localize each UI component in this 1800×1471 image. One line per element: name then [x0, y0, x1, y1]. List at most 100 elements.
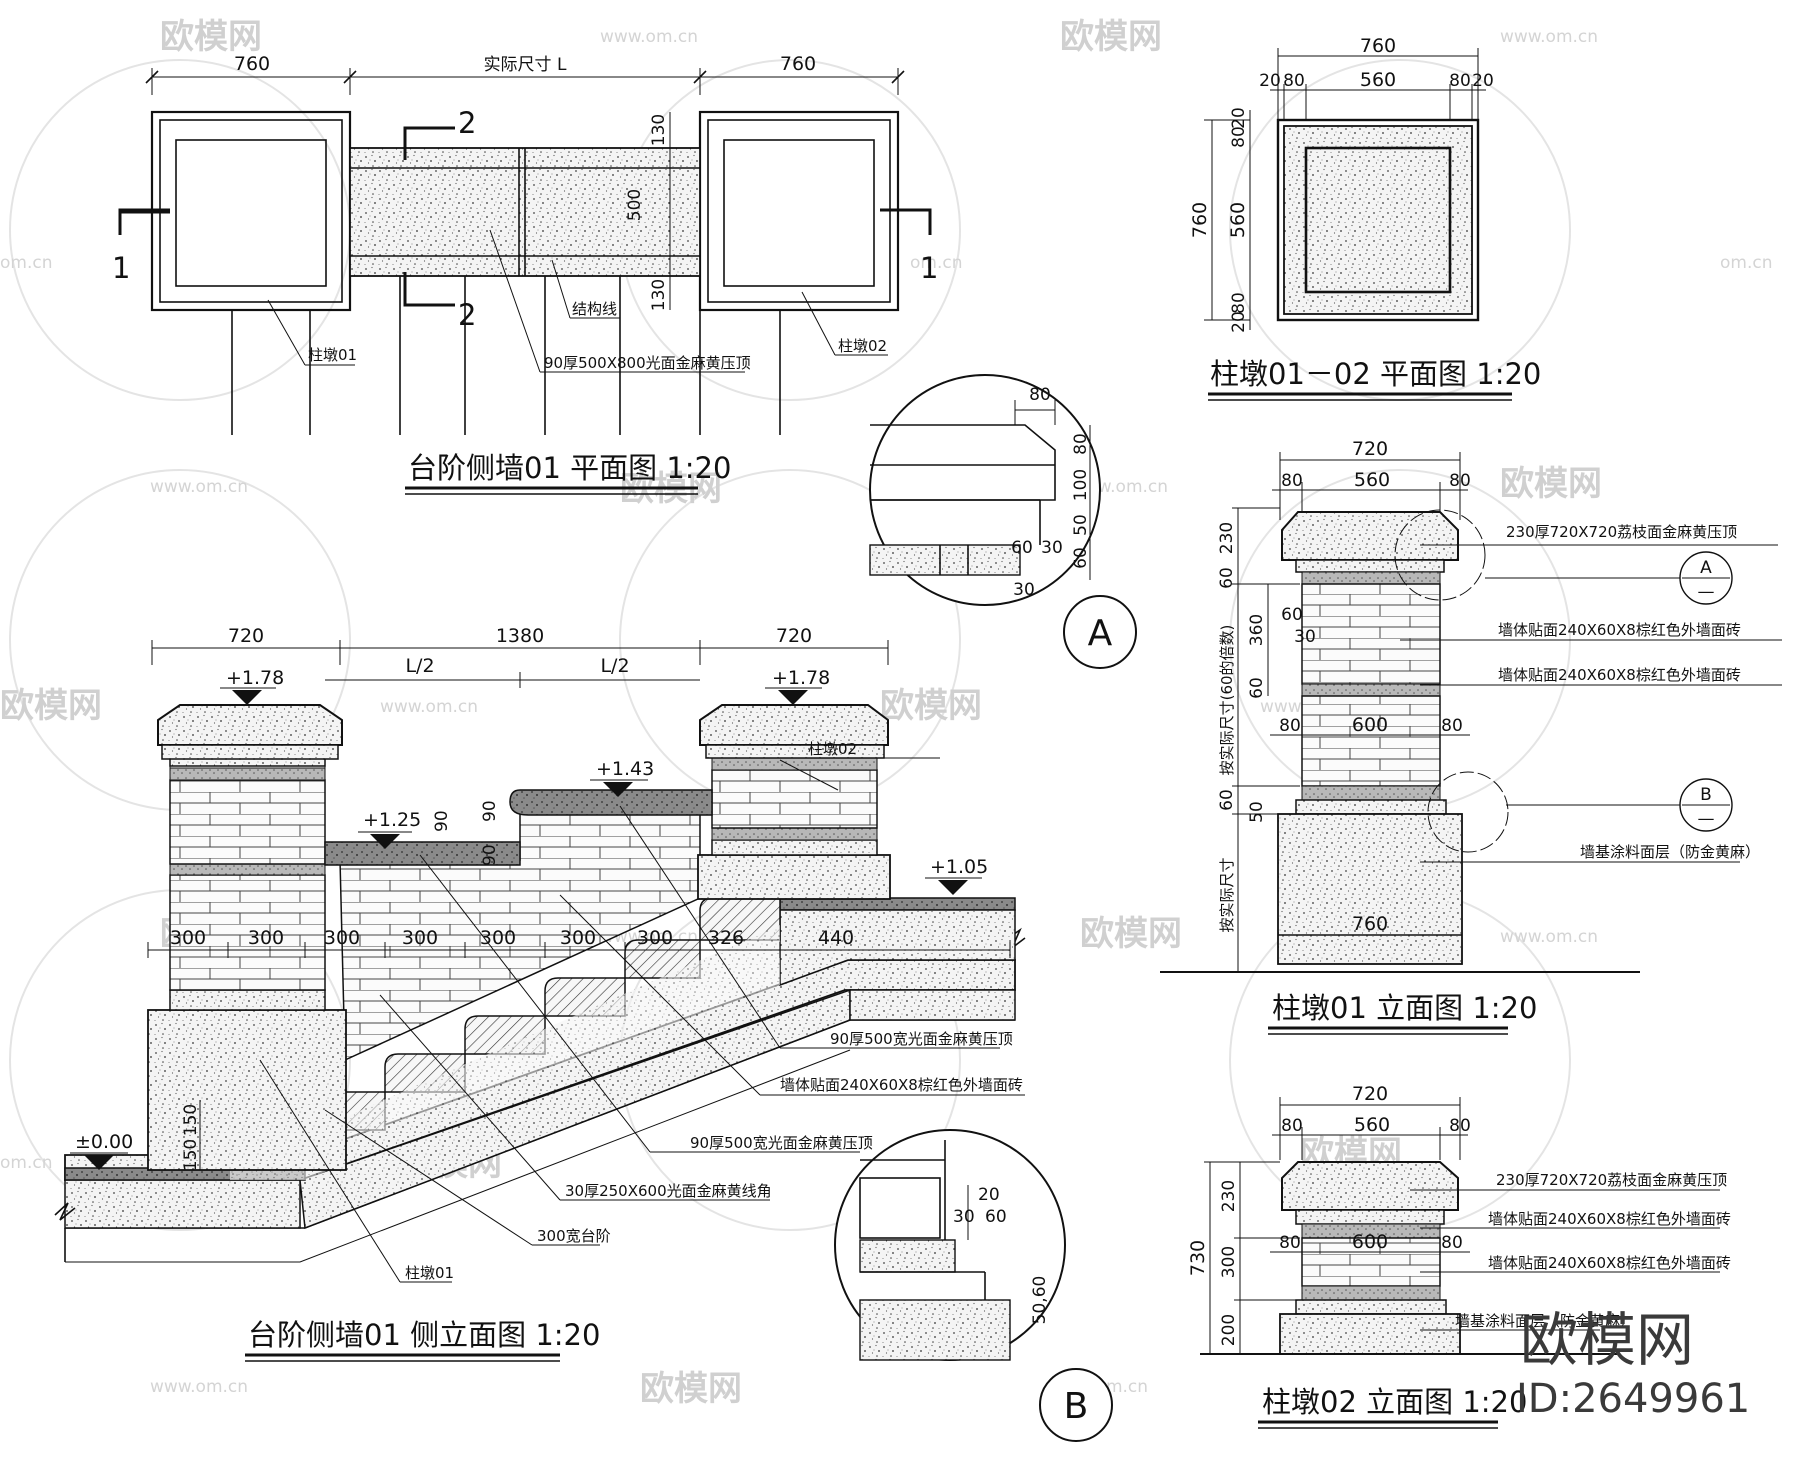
- dim-760-vertical: 760: [1189, 202, 1211, 238]
- label-elev-pier01: 柱墩01: [405, 1264, 454, 1282]
- watermark-url: om.cn: [0, 1153, 53, 1173]
- detail-a-dim-60: 60: [1071, 547, 1091, 569]
- side-elevation: 720 1380 720 L/2 L/2: [54, 625, 1026, 1362]
- tread-dim-label: 300: [170, 927, 206, 949]
- elevation-pier-01: [147, 704, 347, 1171]
- p1-tag-a-dash: —: [1698, 582, 1715, 602]
- detail-b: 20 30 60 50,60 B: [834, 1129, 1113, 1442]
- p1-dim-80-c: 80: [1279, 716, 1301, 736]
- brand-corner: 欧模网 ID:2649961: [1516, 1306, 1750, 1422]
- p1-dim-230: 230: [1217, 522, 1237, 554]
- detail-a: 80 80 100 50 60 60 30 30 A: [869, 374, 1137, 669]
- p1-tag-a: A: [1700, 558, 1712, 578]
- p1-dim-actual-60-multiple: 按实际尺寸(60的倍数): [1218, 625, 1236, 776]
- p1-tag-b-dash: —: [1698, 809, 1715, 829]
- detail-a-dim-80-top: 80: [1029, 385, 1051, 405]
- detail-a-dim-30b: 30: [1013, 580, 1035, 600]
- dim-90-a: 90: [432, 810, 452, 832]
- note-coping-500-b: 90厚500宽光面金麻黄压顶: [690, 1134, 873, 1152]
- elev-dim-1380: 1380: [496, 625, 544, 647]
- p2-dim-560: 560: [1354, 1114, 1390, 1136]
- watermark-brand: 欧模网: [1080, 914, 1182, 954]
- level-zero: ±0.00: [75, 1131, 133, 1153]
- tread-dim-label: 300: [560, 927, 596, 949]
- tread-dim-label: 300: [402, 927, 438, 949]
- note-coping-500: 90厚500宽光面金麻黄压顶: [830, 1030, 1013, 1048]
- label-coping-plan: 90厚500X800光面金麻黄压顶: [544, 354, 751, 372]
- p2-dim-80-c: 80: [1279, 1233, 1301, 1253]
- pier01-elevation-title: 柱墩01 立面图 1:20: [1272, 991, 1537, 1025]
- p1-dim-560: 560: [1354, 469, 1390, 491]
- label-structure-line: 结构线: [572, 300, 617, 318]
- watermark-brand: 欧模网: [1060, 17, 1162, 57]
- watermark-brand: 欧模网: [640, 1369, 742, 1409]
- dim-150-a: 150: [181, 1104, 201, 1136]
- tread-dim-label: 440: [818, 927, 854, 949]
- p1-dim-60-b: 60: [1217, 789, 1237, 811]
- watermark-url: www.om.cn: [150, 1377, 248, 1397]
- p1-dim-50: 50: [1247, 801, 1267, 823]
- dim-150-b: 150: [181, 1139, 201, 1171]
- dim-760-top: 760: [1360, 35, 1396, 57]
- dim-500: 500: [625, 189, 645, 221]
- watermark-brand: 欧模网: [0, 686, 102, 726]
- tread-dim-label: 326: [708, 927, 744, 949]
- detail-a-tag: A: [1088, 613, 1113, 654]
- p1-dim-60: 60: [1217, 567, 1237, 589]
- p2-dim-200: 200: [1219, 1314, 1239, 1346]
- p2-dim-80-d: 80: [1441, 1233, 1463, 1253]
- p1-dim-80-b: 80: [1449, 471, 1471, 491]
- dim-80-left: 80: [1283, 71, 1305, 91]
- watermark-url: om.cn: [910, 253, 963, 273]
- label-pier01: 柱墩01: [308, 346, 357, 364]
- dim-560-vertical: 560: [1227, 202, 1249, 238]
- dim-80-v-top: 80: [1229, 126, 1249, 148]
- p1-tag-b: B: [1700, 785, 1712, 805]
- p2-note-coping: 230厚720X720荔枝面金麻黄压顶: [1496, 1171, 1727, 1189]
- p2-note-tile-2: 墙体贴面240X60X8棕红色外墙面砖: [1488, 1254, 1731, 1272]
- watermark-url: www.om.cn: [600, 27, 698, 47]
- dim-80-v-bottom: 80: [1229, 292, 1249, 314]
- p2-note-tile-1: 墙体贴面240X60X8棕红色外墙面砖: [1488, 1210, 1731, 1228]
- p2-dim-720: 720: [1352, 1083, 1388, 1105]
- section-mark-2-bottom: 2: [458, 298, 476, 332]
- p2-dim-230: 230: [1219, 1180, 1239, 1212]
- plan01-title: 台阶侧墙01 平面图 1:20: [408, 451, 731, 485]
- dim-760-left: 760: [234, 53, 270, 75]
- watermark-brand: 欧模网: [160, 17, 262, 57]
- elevation-pier-02: [697, 704, 891, 900]
- pier01-elevation: 720 80 560 80 80 600 80 760 230 60 按实际尺寸…: [1160, 438, 1782, 1035]
- dim-560: 560: [1360, 69, 1396, 91]
- p1-dim-actual: 按实际尺寸: [1218, 857, 1236, 932]
- dim-80-right: 80: [1449, 71, 1471, 91]
- watermark-url: www.om.cn: [1500, 27, 1598, 47]
- pier02-elevation-title: 柱墩02 立面图 1:20: [1262, 1385, 1527, 1419]
- detail-b-tag: B: [1064, 1386, 1089, 1427]
- p1-dim-80-d: 80: [1441, 716, 1463, 736]
- note-wall-tile: 墙体贴面240X60X8棕红色外墙面砖: [780, 1076, 1023, 1094]
- dim-actual-length: 实际尺寸 L: [484, 55, 567, 75]
- level-markers: +1.78 +1.78 +1.43 +1.25 +1.05 ±0.00: [70, 667, 988, 1170]
- brand-logo-text: 欧模网: [1520, 1306, 1694, 1374]
- p1-dim-60-c: 60: [1247, 677, 1267, 699]
- tread-dim-label: 300: [324, 927, 360, 949]
- watermark-url: www.om.cn: [380, 697, 478, 717]
- p1-dim-60-d: 60: [1281, 605, 1303, 625]
- p2-dim-730: 730: [1187, 1240, 1209, 1276]
- watermark-brand: 欧模网: [880, 686, 982, 726]
- elev-half-1: L/2: [405, 655, 434, 677]
- elev-dim-720-right: 720: [776, 625, 812, 647]
- note-trim: 30厚250X600光面金麻黄线角: [565, 1182, 772, 1200]
- level-plus-105: +1.05: [930, 856, 988, 878]
- dim-760-right: 760: [780, 53, 816, 75]
- tread-dim-label: 300: [480, 927, 516, 949]
- watermark-url: www.om.cn: [150, 477, 248, 497]
- p1-dim-30: 30: [1294, 627, 1316, 647]
- level-plus-178-left: +1.78: [226, 667, 284, 689]
- level-plus-178-right: +1.78: [772, 667, 830, 689]
- side-elevation-title: 台阶侧墙01 侧立面图 1:20: [248, 1318, 600, 1352]
- dim-20-v-top: 20: [1229, 107, 1249, 129]
- watermark-brand: 欧模网: [1500, 464, 1602, 504]
- note-step-300: 300宽台阶: [537, 1227, 611, 1245]
